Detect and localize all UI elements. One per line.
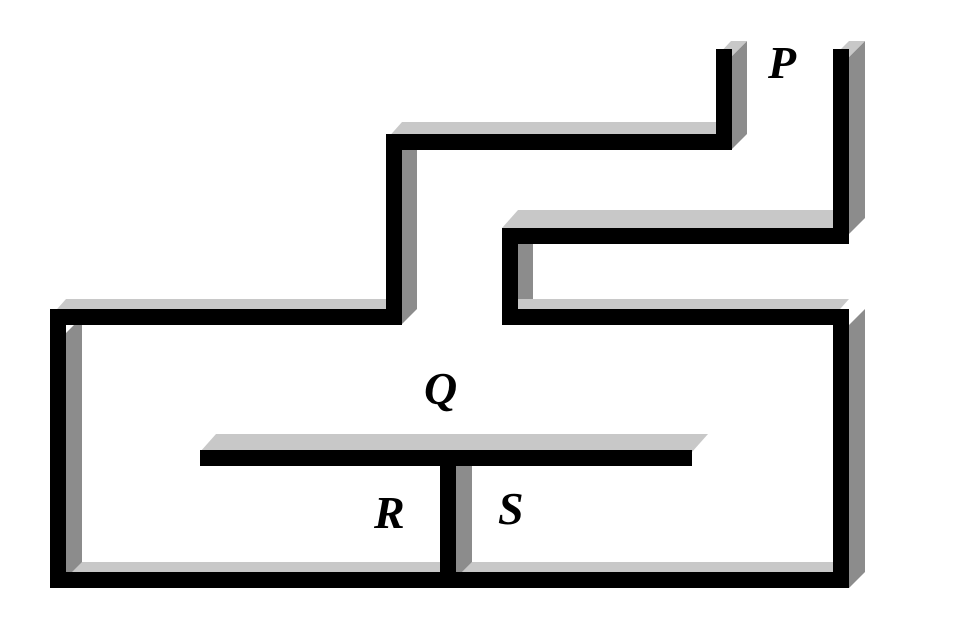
label-q: Q: [424, 363, 457, 414]
label-p: P: [767, 37, 797, 88]
label-r: R: [373, 487, 405, 538]
label-s: S: [498, 483, 524, 534]
maze-walls: [50, 49, 849, 588]
